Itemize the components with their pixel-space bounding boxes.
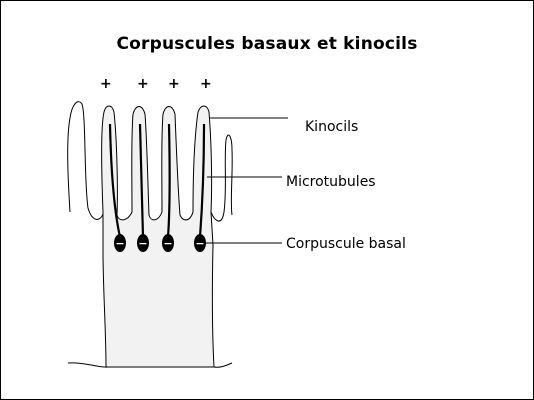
right-microvillus	[211, 135, 232, 221]
left-microvillus	[68, 102, 103, 220]
kinocils-label: Kinocils	[305, 119, 358, 135]
basal-body-1: −	[114, 234, 126, 252]
basal-body-1-sign: −	[115, 237, 124, 250]
basal-body-4: −	[194, 234, 206, 252]
microtubules-label: Microtubules	[286, 174, 376, 190]
basal-body-4-sign: −	[195, 237, 204, 250]
corpuscule-basal-label: Corpuscule basal	[286, 236, 406, 252]
basal-body-2: −	[137, 234, 149, 252]
basal-body-2-sign: −	[138, 237, 147, 250]
basal-body-3-sign: −	[163, 237, 172, 250]
basal-body-3: −	[162, 234, 174, 252]
